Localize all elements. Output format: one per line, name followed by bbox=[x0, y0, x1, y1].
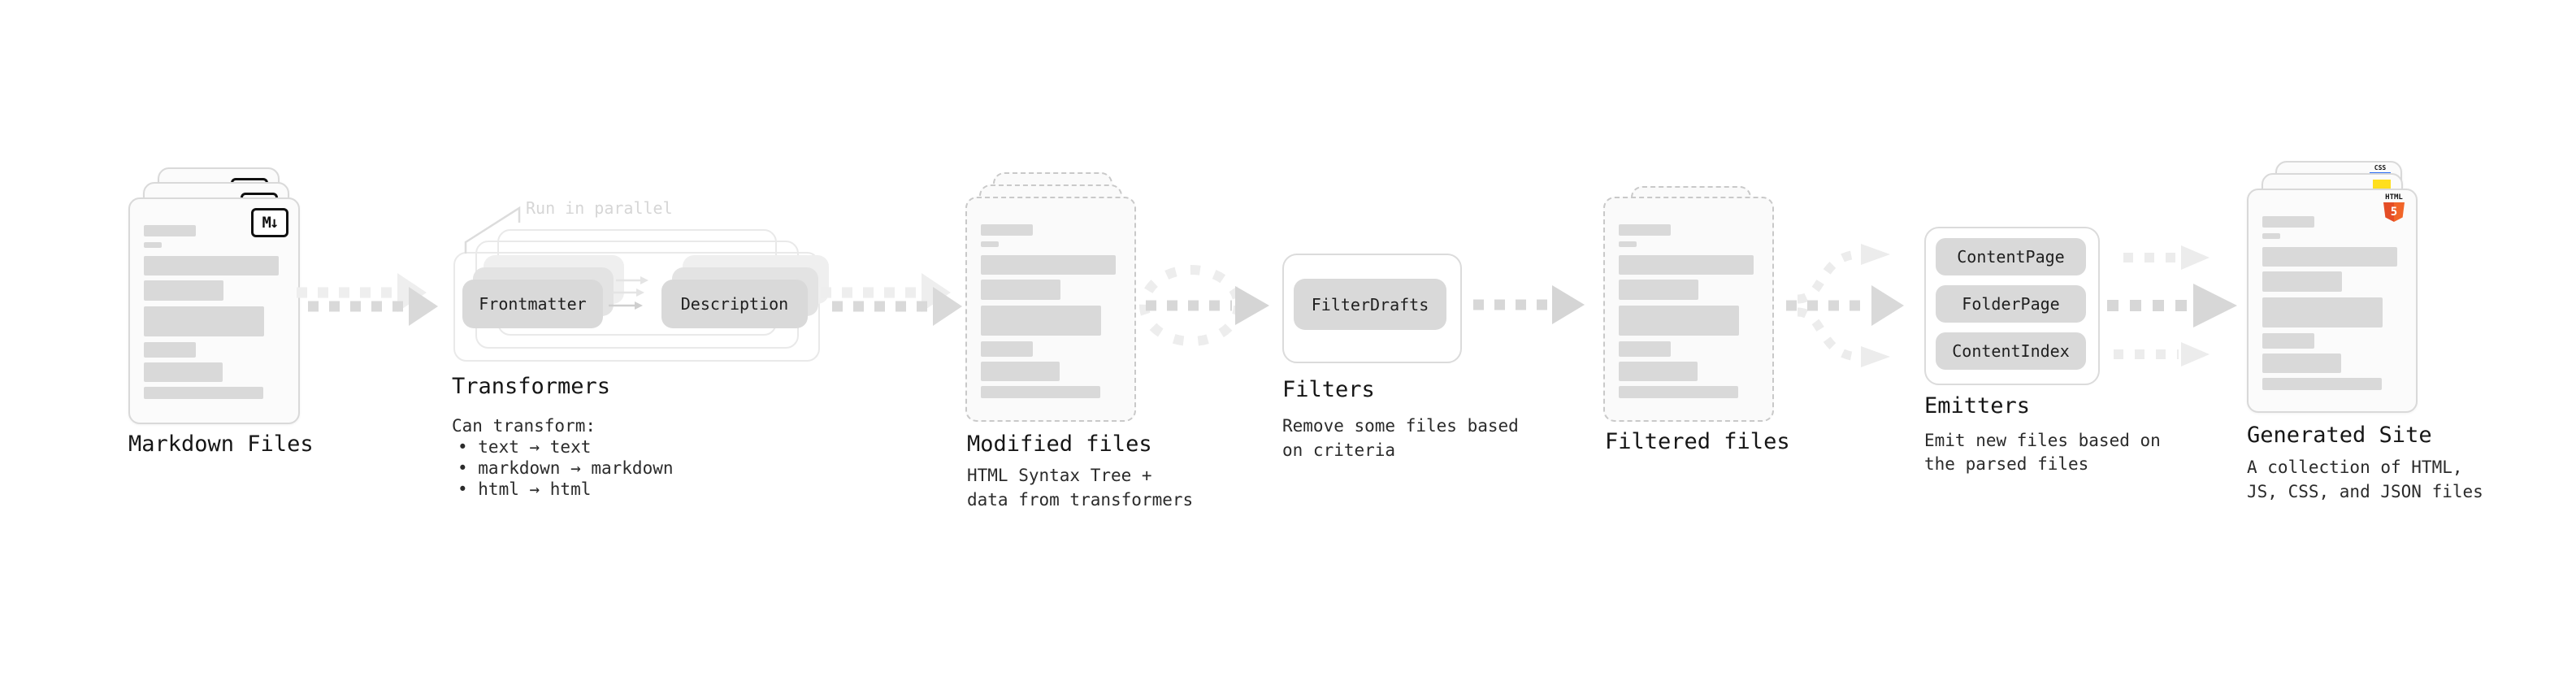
skeleton-line bbox=[981, 362, 1060, 381]
generated-site-label: Generated Site bbox=[2247, 423, 2432, 448]
emitters-desc: the parsed files bbox=[1924, 454, 2089, 474]
filters-heading: Filters bbox=[1282, 377, 1375, 402]
contentindex-chip: ContentIndex bbox=[1936, 332, 2086, 370]
filters-desc: on criteria bbox=[1282, 440, 1396, 460]
skeleton-line bbox=[1619, 386, 1738, 398]
filters-desc: Remove some files based bbox=[1282, 416, 1519, 436]
skeleton-line bbox=[2262, 333, 2314, 349]
skeleton-line bbox=[144, 225, 196, 236]
site-file-card-html: HTML 5 bbox=[2247, 189, 2418, 413]
skeleton-line bbox=[2262, 297, 2383, 327]
filterdrafts-chip: FilterDrafts bbox=[1294, 279, 1446, 330]
filtered-files-label: Filtered files bbox=[1605, 429, 1790, 454]
contentpage-chip: ContentPage bbox=[1936, 238, 2086, 275]
modified-files-label: Modified files bbox=[967, 432, 1152, 457]
arrow-filters-to-filtered bbox=[1473, 285, 1585, 324]
skeleton-line bbox=[144, 362, 223, 382]
skeleton-line bbox=[144, 280, 223, 301]
skeleton-line bbox=[144, 306, 264, 336]
skeleton-line bbox=[981, 224, 1033, 236]
skeleton-line bbox=[981, 306, 1101, 336]
arrows-emitters-to-site bbox=[2107, 245, 2237, 367]
skeleton-line bbox=[1619, 306, 1739, 336]
skeleton-line bbox=[1619, 341, 1671, 357]
skeleton-line bbox=[1619, 255, 1754, 275]
transformers-bullet: • markdown → markdown bbox=[458, 458, 674, 478]
arrow-markdown-to-transformers bbox=[297, 273, 438, 326]
skeleton-line bbox=[2262, 378, 2382, 390]
skeleton-line bbox=[981, 386, 1100, 398]
markdown-icon: M↓ bbox=[251, 208, 288, 237]
skeleton-line bbox=[1619, 224, 1671, 236]
arrows-filtered-to-emitters bbox=[1786, 244, 1904, 367]
markdown-file-card: M↓ bbox=[128, 197, 300, 424]
skeleton-line bbox=[144, 242, 162, 248]
skeleton-line bbox=[144, 387, 263, 399]
skeleton-line bbox=[1619, 241, 1637, 247]
description-chip: Description bbox=[661, 280, 808, 328]
skeleton-line bbox=[1619, 362, 1698, 381]
skeleton-line bbox=[981, 241, 999, 247]
transform-mini-arrows bbox=[609, 276, 648, 310]
transformers-desc-title: Can transform: bbox=[452, 416, 596, 436]
transformers-bullet: • html → html bbox=[458, 479, 592, 499]
generated-site-desc: A collection of HTML, bbox=[2247, 458, 2463, 477]
generated-site-desc: JS, CSS, and JSON files bbox=[2247, 482, 2483, 501]
skeleton-line bbox=[981, 341, 1033, 357]
modified-file-card bbox=[965, 197, 1136, 422]
skeleton-line bbox=[1619, 280, 1698, 300]
skeleton-line bbox=[981, 280, 1060, 300]
folderpage-chip: FolderPage bbox=[1936, 285, 2086, 323]
html5-icon: HTML 5 bbox=[2382, 194, 2406, 222]
skeleton-line bbox=[2262, 233, 2280, 239]
skeleton-line bbox=[981, 255, 1116, 275]
arrow-modified-to-filters bbox=[1139, 265, 1269, 346]
transformers-heading: Transformers bbox=[452, 374, 611, 399]
transformer-layer-front bbox=[453, 252, 820, 362]
skeleton-line bbox=[2262, 271, 2342, 292]
skeleton-line bbox=[2262, 216, 2314, 228]
skeleton-line bbox=[144, 256, 279, 275]
frontmatter-chip: Frontmatter bbox=[462, 280, 603, 328]
emitters-desc: Emit new files based on bbox=[1924, 431, 2161, 450]
modified-files-desc: data from transformers bbox=[967, 490, 1194, 510]
skeleton-line bbox=[144, 342, 196, 358]
markdown-files-label: Markdown Files bbox=[128, 432, 314, 457]
modified-files-desc: HTML Syntax Tree + bbox=[967, 466, 1152, 485]
run-in-parallel-note: Run in parallel bbox=[526, 198, 673, 218]
filtered-file-card bbox=[1603, 197, 1774, 422]
emitters-heading: Emitters bbox=[1924, 393, 2031, 419]
transformers-bullet: • text → text bbox=[458, 437, 592, 457]
run-in-parallel-leader-line bbox=[464, 206, 521, 254]
skeleton-line bbox=[2262, 247, 2397, 267]
arrow-transformers-to-modified bbox=[821, 273, 962, 326]
js-icon bbox=[2373, 180, 2391, 190]
skeleton-line bbox=[2262, 354, 2341, 373]
